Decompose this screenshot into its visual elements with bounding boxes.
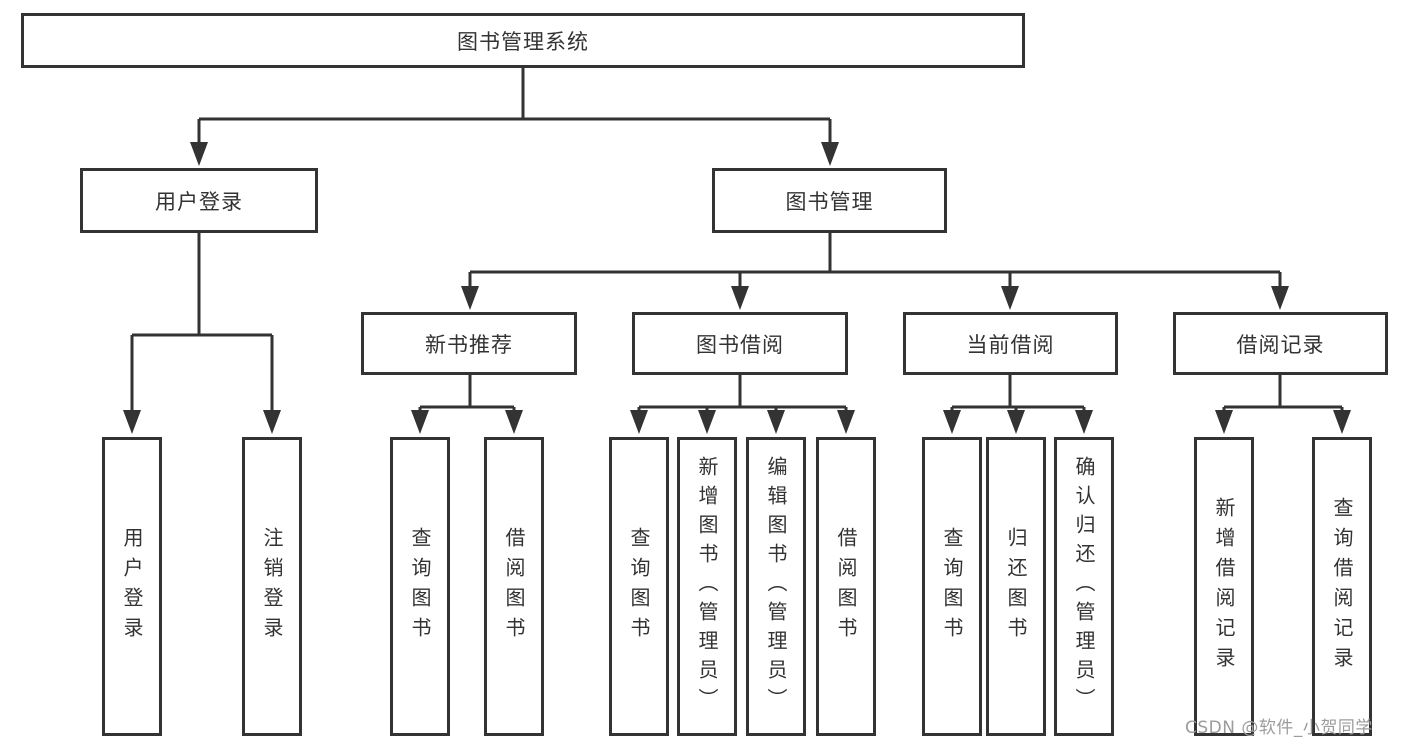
node-current-borrow-label: 当前借阅 [966, 332, 1055, 357]
leaf-newbook-query-books: 查询图书 [390, 437, 450, 736]
leaf-logout-label: 注销登录 [260, 526, 284, 647]
node-book-borrow: 图书借阅 [632, 312, 848, 375]
leaf-confirm-return-admin-label: 确认归还（管理员） [1072, 456, 1096, 717]
node-borrow-record-label: 借阅记录 [1236, 332, 1325, 357]
node-root-label: 图书管理系统 [457, 29, 589, 54]
node-book-management: 图书管理 [712, 168, 947, 233]
leaf-add-borrow-record: 新增借阅记录 [1194, 437, 1254, 736]
leaf-edit-books-admin: 编辑图书（管理员） [746, 437, 806, 736]
leaf-logout: 注销登录 [242, 437, 302, 736]
leaf-newbook-borrow-books: 借阅图书 [484, 437, 544, 736]
leaf-add-borrow-record-label: 新增借阅记录 [1212, 496, 1236, 677]
node-root-system: 图书管理系统 [21, 13, 1025, 68]
node-borrow-record: 借阅记录 [1173, 312, 1388, 375]
leaf-user-login: 用户登录 [102, 437, 162, 736]
node-new-book-recommend: 新书推荐 [361, 312, 577, 375]
leaf-edit-books-admin-label: 编辑图书（管理员） [764, 456, 788, 717]
leaf-confirm-return-admin: 确认归还（管理员） [1054, 437, 1114, 736]
leaf-borrow-books: 借阅图书 [816, 437, 876, 736]
node-user-login-label: 用户登录 [155, 189, 243, 214]
leaf-add-books-admin-label: 新增图书（管理员） [695, 456, 719, 717]
leaf-newbook-query-books-label: 查询图书 [408, 526, 432, 647]
leaf-newbook-borrow-books-label: 借阅图书 [502, 526, 526, 647]
node-new-book-recommend-label: 新书推荐 [425, 332, 513, 357]
leaf-query-borrow-record-label: 查询借阅记录 [1330, 496, 1354, 677]
leaf-return-books: 归还图书 [986, 437, 1046, 736]
csdn-watermark: CSDN @软件_小贺同学 [1185, 718, 1373, 738]
leaf-borrow-query-books: 查询图书 [609, 437, 669, 736]
leaf-borrow-query-books-label: 查询图书 [627, 526, 651, 647]
leaf-current-query-books: 查询图书 [922, 437, 982, 736]
leaf-add-books-admin: 新增图书（管理员） [677, 437, 737, 736]
leaf-current-query-books-label: 查询图书 [940, 526, 964, 647]
leaf-user-login-label: 用户登录 [120, 526, 144, 647]
node-current-borrow: 当前借阅 [903, 312, 1118, 375]
node-book-borrow-label: 图书借阅 [696, 332, 784, 357]
leaf-borrow-books-label: 借阅图书 [834, 526, 858, 647]
node-book-management-label: 图书管理 [785, 189, 874, 214]
leaf-query-borrow-record: 查询借阅记录 [1312, 437, 1372, 736]
node-user-login: 用户登录 [80, 168, 318, 233]
leaf-return-books-label: 归还图书 [1004, 526, 1028, 647]
